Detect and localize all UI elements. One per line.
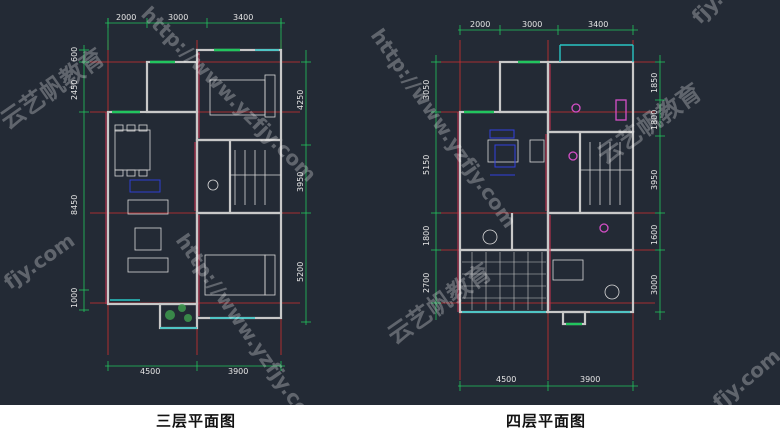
furniture bbox=[482, 139, 633, 300]
svg-text:8450: 8450 bbox=[70, 195, 79, 215]
window-green bbox=[112, 48, 240, 114]
wall-accents bbox=[457, 64, 551, 312]
svg-text:1000: 1000 bbox=[70, 288, 79, 308]
dim-text-left: 3050 5150 1800 2700 bbox=[422, 80, 431, 293]
svg-text:http://www.yzfjy.com: http://www.yzfjy.com bbox=[171, 229, 327, 405]
svg-text:fjy.com: fjy.com bbox=[687, 0, 761, 29]
svg-text:4500: 4500 bbox=[496, 375, 516, 384]
fourth-floor-plan: 2000 3000 3400 3050 5150 1800 2700 1850 … bbox=[422, 20, 665, 391]
svg-text:3400: 3400 bbox=[233, 13, 253, 22]
dim-text-top: 2000 3000 3400 bbox=[116, 13, 253, 22]
svg-text:3000: 3000 bbox=[168, 13, 188, 22]
dim-text-bottom: 4500 3900 bbox=[140, 367, 248, 376]
dimension-lines bbox=[431, 25, 665, 391]
furniture bbox=[114, 74, 281, 296]
svg-text:1800: 1800 bbox=[650, 110, 659, 130]
dim-text-right: 4250 3950 5200 bbox=[296, 90, 305, 282]
svg-text:2450: 2450 bbox=[70, 80, 79, 100]
dim-text-left: 600 2450 8450 1000 bbox=[70, 47, 79, 308]
svg-text:5150: 5150 bbox=[422, 155, 431, 175]
svg-text:3900: 3900 bbox=[228, 367, 248, 376]
tree bbox=[165, 304, 192, 322]
dimension-lines bbox=[79, 18, 311, 371]
windows bbox=[110, 49, 279, 329]
svg-text:3900: 3900 bbox=[580, 375, 600, 384]
svg-text:3000: 3000 bbox=[522, 20, 542, 29]
svg-text:2700: 2700 bbox=[422, 273, 431, 293]
watermarks: http://www.yzfjy.com http://www.yzfjy.co… bbox=[0, 0, 780, 405]
svg-text:3950: 3950 bbox=[296, 172, 305, 192]
svg-text:3000: 3000 bbox=[650, 275, 659, 295]
svg-text:2000: 2000 bbox=[116, 13, 136, 22]
third-floor-plan: 2000 3000 3400 600 2450 8450 1000 4250 3… bbox=[70, 13, 311, 376]
svg-text:1600: 1600 bbox=[650, 225, 659, 245]
svg-text:fjy.com: fjy.com bbox=[0, 228, 79, 294]
svg-text:600: 600 bbox=[70, 47, 79, 62]
svg-text:1800: 1800 bbox=[422, 226, 431, 246]
windows bbox=[462, 44, 634, 313]
wall-accents bbox=[105, 52, 200, 316]
cad-drawing: 2000 3000 3400 600 2450 8450 1000 4250 3… bbox=[0, 0, 780, 405]
svg-text:5200: 5200 bbox=[296, 262, 305, 282]
dim-text-bottom: 4500 3900 bbox=[496, 375, 600, 384]
svg-text:3050: 3050 bbox=[422, 80, 431, 100]
svg-text:4250: 4250 bbox=[296, 90, 305, 110]
svg-text:4500: 4500 bbox=[140, 367, 160, 376]
dim-text-top: 2000 3000 3400 bbox=[470, 20, 608, 29]
dim-text-right: 1850 1800 3950 1600 3000 bbox=[650, 73, 659, 295]
fourth-floor-caption: 四层平面图 bbox=[506, 412, 587, 430]
svg-text:fjy.com: fjy.com bbox=[708, 344, 780, 405]
fixtures bbox=[568, 99, 627, 233]
svg-text:http://www.yzfjy.com: http://www.yzfjy.com bbox=[366, 24, 522, 232]
window-green bbox=[464, 60, 582, 326]
svg-text:云艺帆教育: 云艺帆教育 bbox=[382, 258, 496, 350]
blue-furniture bbox=[129, 179, 161, 193]
svg-text:3950: 3950 bbox=[650, 170, 659, 190]
svg-text:云艺帆教育: 云艺帆教育 bbox=[0, 43, 110, 135]
third-floor-caption: 三层平面图 bbox=[156, 412, 237, 430]
svg-text:1850: 1850 bbox=[650, 73, 659, 93]
svg-text:2000: 2000 bbox=[470, 20, 490, 29]
svg-text:3400: 3400 bbox=[588, 20, 608, 29]
terrace-hatch bbox=[462, 252, 546, 310]
blue-furniture bbox=[489, 129, 516, 176]
